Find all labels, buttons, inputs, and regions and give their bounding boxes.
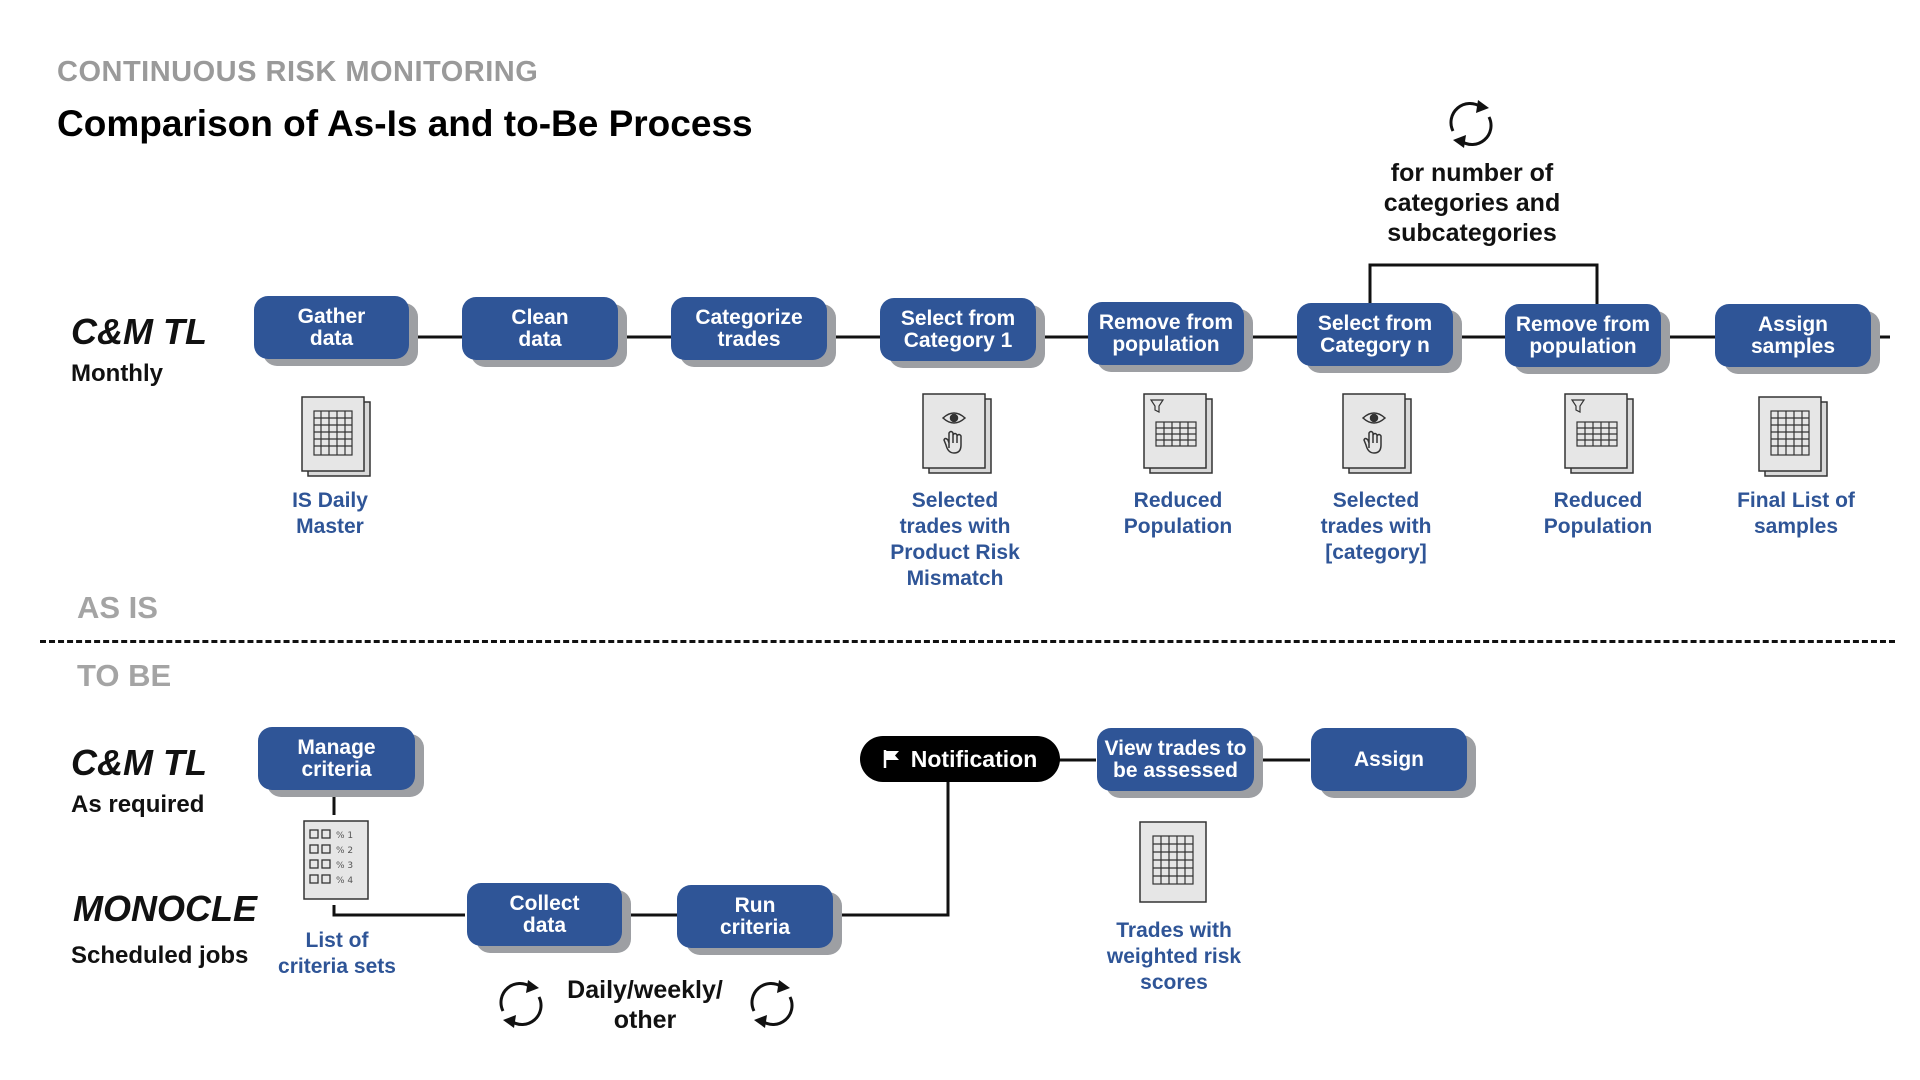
output-reduced-population-1: Reduced Population	[1123, 489, 1233, 538]
cycle-icon	[499, 980, 543, 1028]
step-view-trades[interactable]: View trades to be assessed	[1097, 728, 1254, 791]
output-is-daily-master: IS Daily Master	[292, 489, 368, 538]
page-title: Comparison of As-Is and to-Be Process	[57, 103, 753, 144]
to-be-actor-1-name: C&M TL	[71, 742, 207, 783]
flag-icon	[883, 750, 899, 768]
criteria-doc-label: % 4	[336, 876, 353, 886]
to-be-actor-2-frequency: Scheduled jobs	[71, 942, 249, 969]
step-assign[interactable]: Assign	[1311, 728, 1467, 791]
step-manage-criteria[interactable]: Manage criteria	[258, 727, 415, 790]
criteria-doc-label: % 1	[336, 831, 353, 841]
checklist-doc-icon: % 1 % 2 % 3 % 4	[303, 820, 369, 900]
step-select-category-n[interactable]: Select from Category n	[1297, 303, 1453, 366]
step-collect-data[interactable]: Collect data	[467, 883, 622, 946]
schedule-note: Daily/weekly/ other	[567, 976, 723, 1034]
notification-badge[interactable]: Notification	[860, 736, 1060, 782]
output-final-list-samples: Final List of samples	[1737, 489, 1855, 538]
step-assign-samples[interactable]: Assign samples	[1715, 304, 1871, 367]
criteria-doc-label: % 2	[336, 846, 353, 856]
spreadsheet-doc-icon	[1139, 821, 1207, 903]
filter-table-doc-icon	[1143, 393, 1213, 474]
to-be-actor-2-name: MONOCLE	[73, 888, 257, 929]
phase-divider	[40, 640, 1895, 643]
step-remove-population-2[interactable]: Remove from population	[1505, 304, 1661, 367]
as-is-label: AS IS	[77, 590, 158, 625]
as-is-actor-frequency: Monthly	[71, 360, 163, 387]
spreadsheet-doc-icon	[301, 396, 371, 477]
step-remove-population-1[interactable]: Remove from population	[1088, 302, 1244, 365]
output-criteria-sets: List of criteria sets	[278, 929, 396, 978]
step-gather-data[interactable]: Gather data	[254, 296, 409, 359]
as-is-actor-name: C&M TL	[71, 311, 207, 352]
step-run-criteria[interactable]: Run criteria	[677, 885, 833, 948]
to-be-actor-1-frequency: As required	[71, 791, 205, 818]
output-weighted-risk-scores: Trades with weighted risk scores	[1106, 919, 1242, 994]
to-be-label: TO BE	[77, 658, 172, 693]
eye-hand-doc-icon	[1342, 393, 1412, 474]
cycle-icon	[750, 980, 794, 1028]
output-reduced-population-2: Reduced Population	[1543, 489, 1653, 538]
step-clean-data[interactable]: Clean data	[462, 297, 618, 360]
criteria-doc-label: % 3	[336, 861, 353, 871]
output-selected-trades-category: Selected trades with [category]	[1320, 489, 1432, 564]
eye-hand-doc-icon	[922, 393, 992, 474]
spreadsheet-doc-icon	[1758, 396, 1828, 477]
step-categorize-trades[interactable]: Categorize trades	[671, 297, 827, 360]
section-label: CONTINUOUS RISK MONITORING	[57, 56, 539, 88]
output-selected-trades-mismatch: Selected trades with Product Risk Mismat…	[890, 489, 1020, 590]
cycle-icon	[1449, 100, 1493, 148]
step-select-category-1[interactable]: Select from Category 1	[880, 298, 1036, 361]
loop-note: for number of categories and subcategori…	[1383, 159, 1561, 247]
filter-table-doc-icon	[1564, 393, 1634, 474]
notification-label: Notification	[910, 745, 1038, 772]
